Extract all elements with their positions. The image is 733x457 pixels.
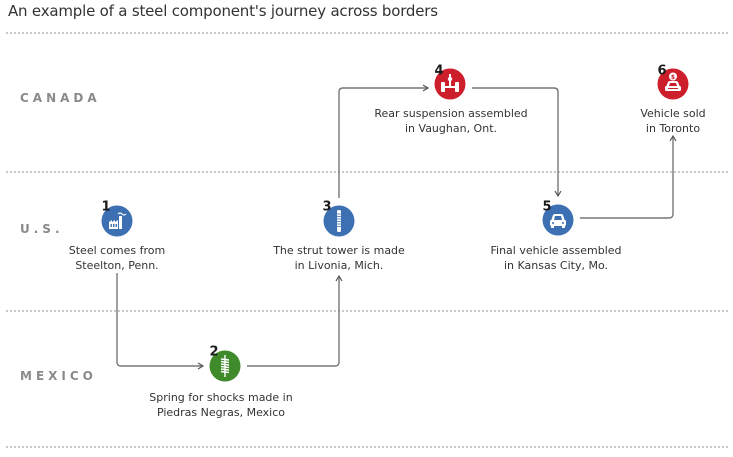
step-6-label-line1: Vehicle sold xyxy=(640,107,706,120)
connector-4-to-5 xyxy=(472,87,562,198)
strut-icon xyxy=(323,205,355,237)
step-1-label-line1: Steel comes from xyxy=(68,244,166,257)
region-label-mexico: MEXICO xyxy=(20,369,97,383)
step-2-label: Spring for shocks made in Piedras Negras… xyxy=(149,390,292,420)
svg-text:$: $ xyxy=(671,74,675,81)
step-4-node xyxy=(434,68,466,100)
step-5-label-line1: Final vehicle assembled xyxy=(490,244,622,257)
connector-5-to-6 xyxy=(580,134,677,219)
diagram-title: An example of a steel component's journe… xyxy=(8,2,438,20)
connector-2-to-3 xyxy=(247,274,343,367)
car-icon xyxy=(542,204,574,236)
step-6-label-line2: in Toronto xyxy=(645,122,701,135)
step-1-label: Steel comes from Steelton, Penn. xyxy=(69,243,165,273)
step-3-label: The strut tower is made in Livonia, Mich… xyxy=(273,243,405,273)
step-3-number: 3 xyxy=(322,199,332,215)
step-6-number: 6 xyxy=(657,63,667,79)
step-5-number: 5 xyxy=(542,199,552,215)
step-1-node xyxy=(101,205,133,237)
step-2-node xyxy=(209,350,241,382)
region-label-us: U.S. xyxy=(20,222,64,236)
step-2-label-line2: Piedras Negras, Mexico xyxy=(156,406,286,419)
car-sale-icon: $ xyxy=(657,68,689,100)
step-3-label-line2: in Livonia, Mich. xyxy=(294,259,384,272)
spring-icon xyxy=(209,350,241,382)
divider-top xyxy=(6,32,728,34)
step-5-label-line2: in Kansas City, Mo. xyxy=(503,259,609,272)
step-3-label-line1: The strut tower is made xyxy=(273,244,405,257)
step-4-number: 4 xyxy=(434,63,444,79)
step-4-label-line1: Rear suspension assembled xyxy=(374,107,528,120)
suspension-icon xyxy=(434,68,466,100)
step-5-node xyxy=(542,204,574,236)
step-2-label-line1: Spring for shocks made in xyxy=(149,391,293,404)
step-4-label: Rear suspension assembled in Vaughan, On… xyxy=(374,106,527,136)
step-1-number: 1 xyxy=(101,199,111,215)
step-4-label-line2: in Vaughan, Ont. xyxy=(404,122,498,135)
step-3-node xyxy=(323,205,355,237)
step-6-label: Vehicle sold in Toronto xyxy=(640,106,705,136)
connector-1-to-2 xyxy=(116,273,205,370)
divider-canada-us xyxy=(6,171,728,173)
factory-icon xyxy=(101,205,133,237)
step-6-node: $ xyxy=(657,68,689,100)
divider-us-mexico xyxy=(6,310,728,312)
step-2-number: 2 xyxy=(209,344,219,360)
step-1-label-line2: Steelton, Penn. xyxy=(75,259,159,272)
divider-bottom xyxy=(6,446,728,448)
step-5-label: Final vehicle assembled in Kansas City, … xyxy=(491,243,622,273)
connector-3-to-4 xyxy=(338,84,430,198)
region-label-canada: CANADA xyxy=(20,91,101,105)
